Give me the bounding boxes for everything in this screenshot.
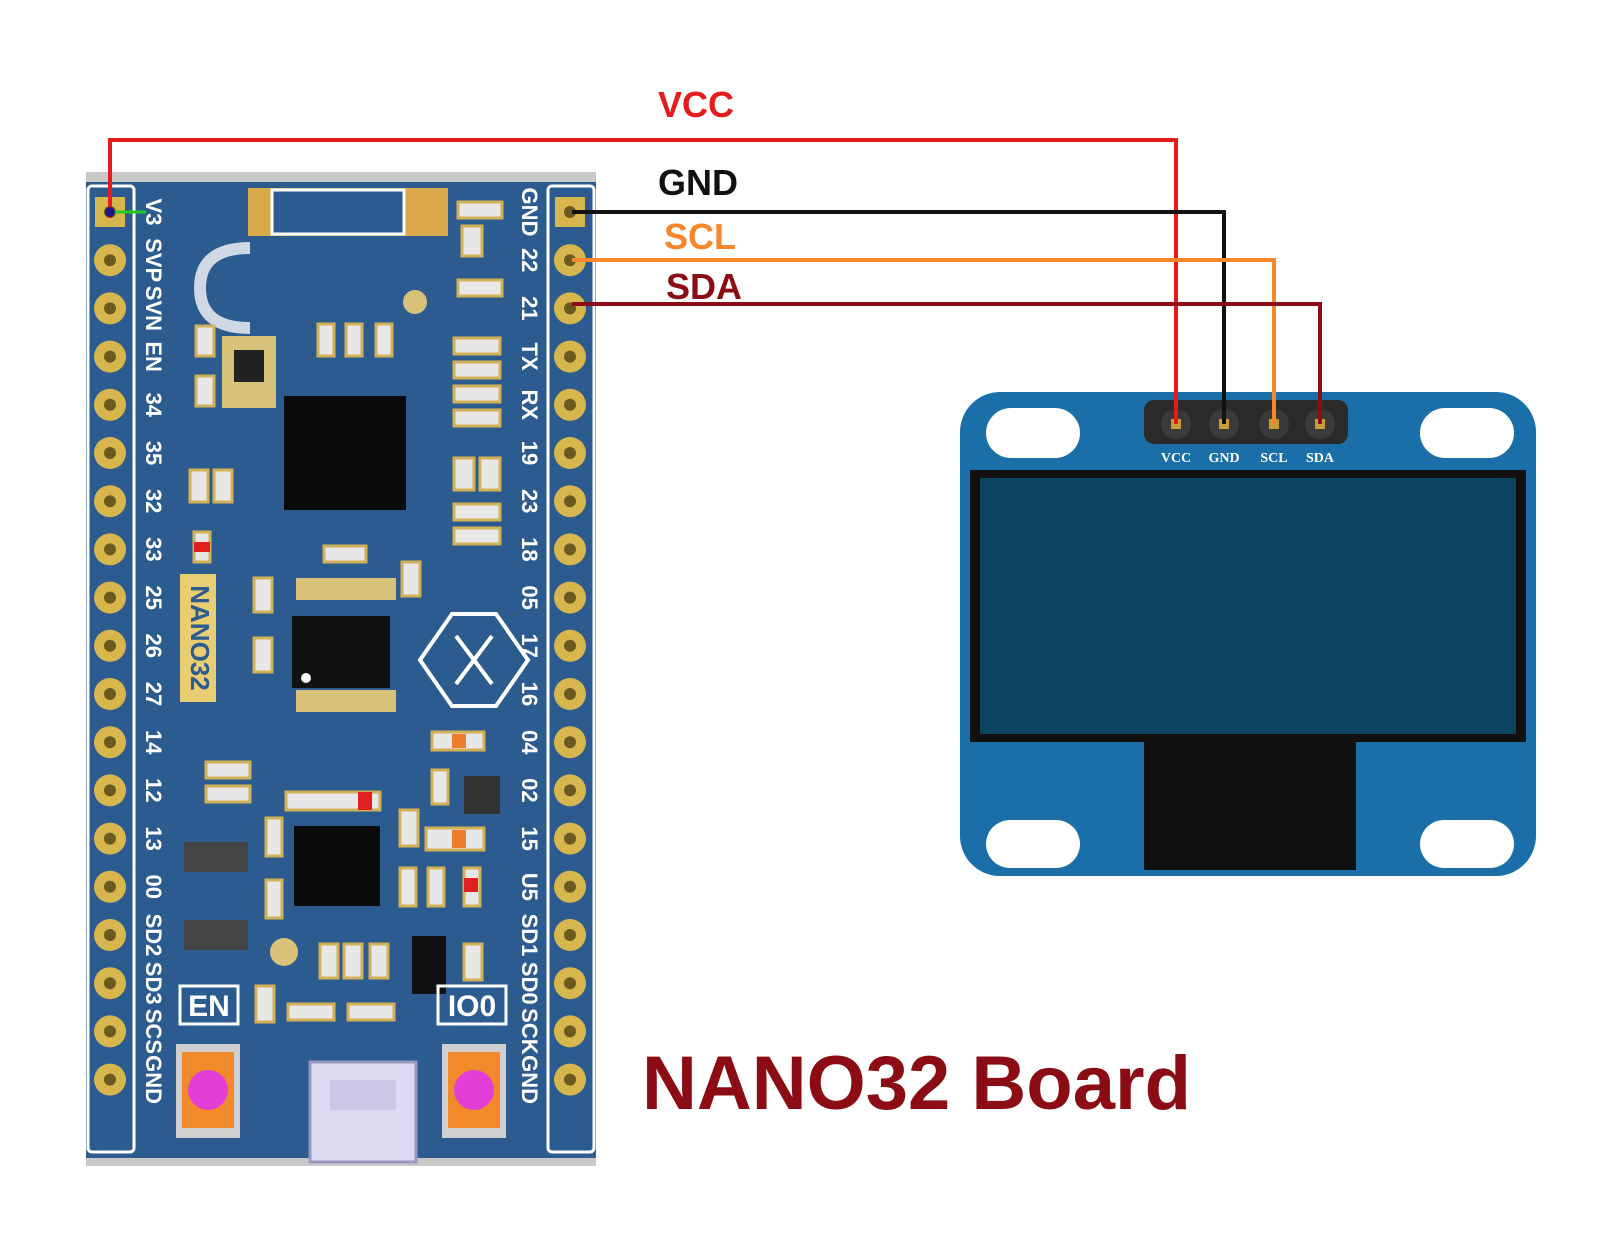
- vcc-wire-label: VCC: [658, 84, 735, 125]
- left-pin-label-13: 12: [141, 778, 166, 802]
- left-pin-label-9: 25: [141, 585, 166, 609]
- mount-hole-bottom-right: [1420, 820, 1514, 868]
- en-button[interactable]: [188, 1070, 228, 1110]
- usb-connector: [308, 1060, 418, 1164]
- silkscreen-box: [180, 574, 216, 702]
- mount-hole-bottom-left: [986, 820, 1080, 868]
- right-pin-label-12: 04: [517, 730, 542, 755]
- scl-wire: [572, 258, 1276, 424]
- right-pin-label-8: 18: [517, 537, 542, 561]
- left-pin-label-5: 34: [141, 393, 166, 418]
- left-pin-label-4: EN: [141, 341, 166, 372]
- left-pin-label-3: SVN: [141, 286, 166, 331]
- wires: [105, 138, 1322, 424]
- oled-pin-label-scl: SCL: [1260, 451, 1287, 466]
- right-pin-label-10: 17: [517, 634, 542, 658]
- right-pin-label-18: SCK: [517, 1008, 542, 1055]
- oled-pin-label-vcc: VCC: [1161, 451, 1191, 466]
- sda-wire: [572, 302, 1322, 424]
- right-pin-label-3: 21: [517, 296, 542, 320]
- left-pin-label-14: 13: [141, 826, 166, 850]
- right-pin-label-13: 02: [517, 778, 542, 802]
- left-pin-label-12: 14: [141, 730, 166, 755]
- right-pin-label-16: SD1: [517, 914, 542, 957]
- right-pin-label-11: 16: [517, 682, 542, 706]
- usb-chip: [294, 826, 380, 906]
- right-pin-label-2: 22: [517, 248, 542, 272]
- board-silkscreen-label: NANO32: [185, 585, 215, 690]
- scl-wire-label: SCL: [664, 216, 736, 257]
- left-pin-label-11: 27: [141, 682, 166, 706]
- right-pin-label-9: 05: [517, 585, 542, 609]
- mount-hole-top-left: [986, 408, 1080, 458]
- oled-ribbon: [1144, 742, 1356, 870]
- gnd-wire: [572, 210, 1226, 424]
- gnd-wire-label: GND: [658, 162, 738, 203]
- board-logo: [193, 242, 251, 334]
- left-pin-label-17: SD3: [141, 962, 166, 1005]
- left-pin-label-6: 35: [141, 441, 166, 465]
- oled-header: [1144, 400, 1348, 444]
- right-pin-label-7: 23: [517, 489, 542, 513]
- oled-pin-label-sda: SDA: [1306, 451, 1335, 466]
- left-pin-label-10: 26: [141, 634, 166, 658]
- mount-hole-top-right: [1420, 408, 1514, 458]
- right-pin-label-17: SD0: [517, 962, 542, 1005]
- diagram-title: NANO32 Board: [642, 1041, 1191, 1126]
- io0-button[interactable]: [454, 1070, 494, 1110]
- io0-button-label: IO0: [448, 990, 496, 1023]
- en-button-label: EN: [188, 990, 230, 1023]
- left-pin-label-18: SCS: [141, 1009, 166, 1054]
- right-pin-label-1: GND: [517, 188, 542, 237]
- right-pin-label-19: GND: [517, 1055, 542, 1104]
- left-pin-label-15: 00: [141, 875, 166, 899]
- left-pin-label-7: 32: [141, 489, 166, 513]
- vcc-wire: [108, 138, 1178, 424]
- nano32-board: NANO32: [86, 172, 596, 1166]
- right-pin-label-15: U5: [517, 873, 542, 901]
- right-pin-label-5: RX: [517, 390, 542, 421]
- left-pin-label-8: 33: [141, 537, 166, 561]
- left-pin-label-2: SVP: [141, 238, 166, 282]
- right-pin-label-6: 19: [517, 441, 542, 465]
- sda-wire-label: SDA: [666, 266, 743, 307]
- left-pin-label-19: GND: [141, 1055, 166, 1104]
- right-pin-label-4: TX: [517, 343, 542, 371]
- main-chip: [284, 396, 406, 510]
- oled-screen: [980, 478, 1516, 734]
- left-pin-label-16: SD2: [141, 914, 166, 957]
- oled-pin-label-gnd: GND: [1208, 451, 1239, 466]
- oled-module: VCC GND SCL SDA: [960, 392, 1536, 876]
- right-pin-label-14: 15: [517, 826, 542, 850]
